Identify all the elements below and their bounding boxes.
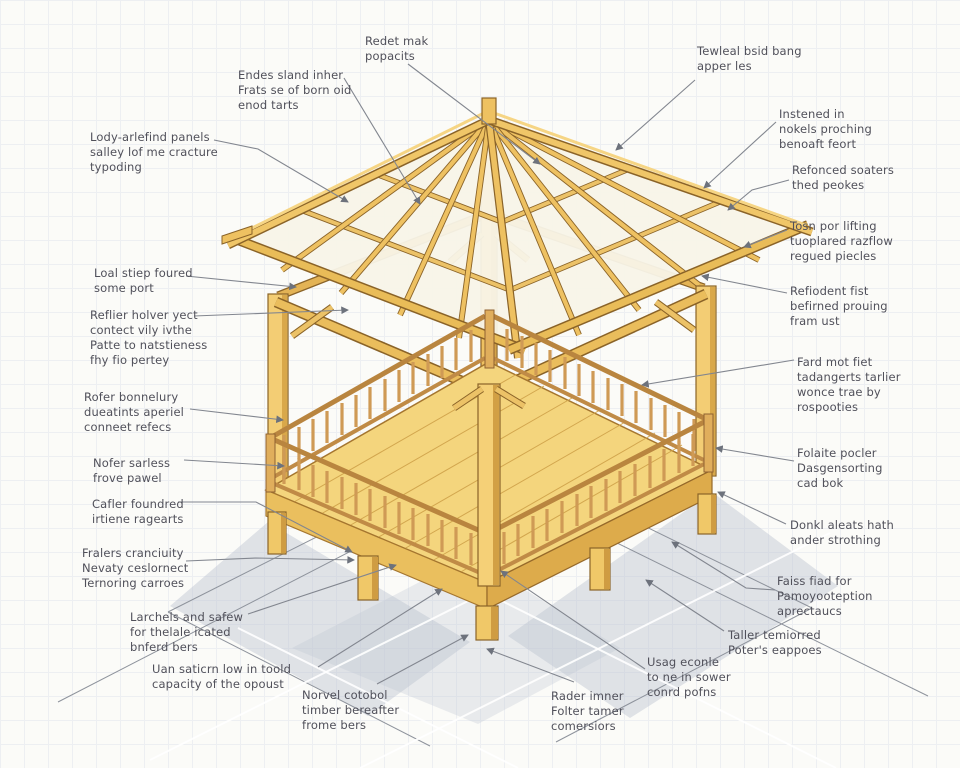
- callout-left-plate: Reflier holver yect contect vily ivthe P…: [90, 308, 208, 367]
- callout-left-panel: Lody-arlefind panels salley lof me cract…: [90, 130, 218, 174]
- leader-ridge: [343, 77, 421, 205]
- leader-left-footing: [178, 501, 353, 553]
- callout-right-newel: Folaite pocler Dasgensorting cad bok: [797, 446, 883, 490]
- callout-right-brace: Refiodent fist befirned prouing fram ust: [790, 284, 888, 328]
- leader-frame-base: [376, 634, 469, 685]
- callout-base-left: Larchels and safew for thelale icated bn…: [130, 610, 244, 654]
- leader-left-panel: [213, 139, 349, 203]
- leader-right-footing: [645, 579, 725, 632]
- callout-right-rail: Fard mot fiet tadangerts tarlier wonce t…: [797, 355, 901, 414]
- callout-rafter-right: Instened in nokels proching benoaft feor…: [779, 107, 872, 151]
- callout-mid-footing: Fralers cranciuity Nevaty ceslornect Ter…: [82, 546, 189, 590]
- leader-rafter-right: [703, 121, 777, 189]
- eave-fascia: [228, 220, 810, 355]
- railing-front: [265, 413, 714, 577]
- leader-base-left: [247, 563, 397, 615]
- leader-front-corner: [500, 570, 646, 670]
- callout-left-footing: Cafler foundred irtiene ragearts: [92, 497, 184, 526]
- callout-left-post: Rofer bonnelury dueatints aperiel connee…: [84, 390, 185, 434]
- leader-roof-peak: [407, 63, 541, 165]
- footings: [267, 493, 717, 641]
- roof-purlins: [300, 166, 724, 293]
- callout-deck-edge: Donkl aleats hath ander strothing: [790, 518, 894, 547]
- callout-front-corner: Usag econle to ne in sower conrd pofns: [647, 655, 731, 699]
- callout-under-deck: Faiss fiad for Pamoyooteption aprectaucs: [777, 574, 873, 618]
- leader-left-eave: [185, 275, 297, 291]
- leader-mid-footing: [185, 556, 355, 564]
- callout-front-left-base: Uan saticrn low in toold capacity of the…: [152, 662, 292, 691]
- callout-right-footing: Taller temiorred Poter's eappoes: [728, 628, 822, 657]
- roof-finial: [481, 97, 497, 125]
- leader-right-rail: [641, 359, 795, 388]
- eave-overhang-board: [221, 225, 253, 245]
- leader-right-brace: [701, 273, 788, 294]
- callout-left-rail: Nofer sarless frove pawel: [93, 456, 171, 485]
- leader-right-eave: [743, 229, 788, 249]
- leader-left-post: [189, 408, 284, 424]
- callout-ridge: Endes sland inher Frats se of born oid e…: [238, 68, 352, 112]
- front-post: [452, 383, 526, 587]
- leader-left-plate: [193, 306, 349, 317]
- leader-post-base: [486, 647, 575, 683]
- leader-reinforced-rafter: [727, 179, 790, 211]
- callout-frame-base: Norvel cotobol timber bereafter frome be…: [302, 688, 400, 732]
- ridge-hips: [226, 111, 814, 250]
- leader-deck-edge: [717, 491, 787, 525]
- railing-back: [268, 309, 710, 481]
- gazebo-structure: [221, 97, 814, 641]
- callout-left-eave: Loal stiep foured some port: [94, 266, 193, 295]
- leader-front-left-base: [317, 588, 443, 668]
- leader-upper-right-roof: [615, 79, 696, 151]
- leader-right-newel: [715, 445, 795, 462]
- callout-roof-peak: Redet mak popacits: [365, 34, 429, 63]
- roof-structure: [221, 97, 814, 359]
- callout-right-eave: Tosn por lifting tuoplared razflow regue…: [790, 219, 893, 263]
- callout-reinforced-rafter: Refonced soaters thed peokes: [792, 163, 895, 192]
- leader-under-deck: [671, 541, 776, 591]
- post-braces: [289, 299, 697, 339]
- ground-shadow: [170, 492, 838, 724]
- callout-upper-right-roof: Tewleal bsid bang apper les: [697, 44, 802, 73]
- roof-panel-left: [238, 120, 517, 347]
- callout-post-base: Rader imner Folter tamer comersiors: [551, 689, 624, 733]
- roof-rafters: [280, 117, 761, 339]
- leader-lines: [178, 63, 795, 685]
- leader-left-rail: [183, 459, 285, 470]
